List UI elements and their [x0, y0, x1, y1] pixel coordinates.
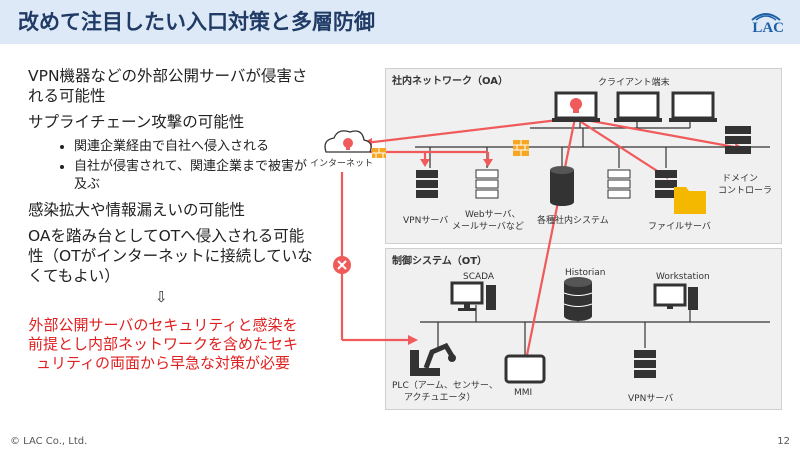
ot-network-panel	[385, 248, 782, 410]
workstation-icon	[653, 283, 698, 310]
client-label: クライアント端末	[598, 78, 670, 88]
page-title: 改めて注目したい入口対策と多層防御	[18, 10, 375, 34]
historian-label: Historian	[565, 268, 606, 278]
client-pc-infected-icon	[552, 91, 600, 122]
risk-list: VPN機器などの外部公開サーバが侵害される可能性 サプライチェーン攻撃の可能性 …	[28, 66, 318, 292]
plc-label-2: アクチュエータ）	[404, 393, 476, 403]
arrow-down-icon: ⇩	[155, 288, 168, 306]
page-number: 12	[777, 436, 790, 447]
header-bar: 改めて注目したい入口対策と多層防御 LAC	[0, 0, 800, 44]
database-icon	[550, 166, 574, 206]
bullet-ot-intrusion: OAを踏み台としてOTへ侵入される可能性（OTがインターネットに接続していなくて…	[28, 227, 313, 285]
ot-panel-label: 制御システム（OT）	[392, 256, 488, 267]
internet-cloud-icon	[324, 130, 372, 153]
plc-label-1: PLC（アーム、センサー、	[392, 381, 498, 391]
mmi-label: MMI	[514, 388, 533, 398]
bullet-infection-spread: 感染拡大や情報漏えいの可能性	[28, 201, 246, 219]
scada-label: SCADA	[463, 272, 495, 282]
conclusion-text: 外部公開サーバのセキュリティと感染を前提とし内部ネットワークを含めたセキュリティ…	[28, 316, 299, 372]
web-server-label-2: メールサーバなど	[452, 222, 524, 232]
vpn-server-label: VPNサーバ	[403, 216, 449, 226]
domain-controller-label-2: コントローラ	[718, 186, 773, 196]
firewall-icon	[372, 148, 386, 158]
internal-systems-label: 各種社内システム	[537, 216, 609, 226]
bullet-supply-chain: サプライチェーン攻撃の可能性	[28, 113, 245, 131]
vpn-server-icon	[416, 170, 438, 198]
server-rack-icon	[725, 126, 751, 154]
domain-controller-label-1: ドメイン	[722, 174, 759, 184]
copyright: © LAC Co., Ltd.	[10, 436, 88, 447]
client-pc-icon	[669, 91, 717, 122]
supply-chain-sub-list: 関連企業経由で自社へ侵入される 自社が侵害されて、関連企業まで被害が及ぶ	[28, 138, 318, 194]
ot-vpn-server-label: VPNサーバ	[628, 394, 674, 404]
internet-label: インターネット	[310, 159, 374, 169]
sub-bullet-damage-spread: 自社が侵害されて、関連企業まで被害が及ぶ	[74, 158, 318, 194]
web-server-label-1: Webサーバ、	[465, 210, 521, 220]
robot-arm-icon	[410, 342, 456, 376]
historian-database-icon	[563, 277, 593, 321]
workstation-label: Workstation	[656, 272, 710, 282]
bullet-vpn-risk: VPN機器などの外部公開サーバが侵害される可能性	[28, 67, 308, 105]
server-icon	[607, 169, 631, 199]
lac-logo-icon	[751, 13, 781, 21]
logo-text: LAC	[752, 20, 784, 36]
file-server-icon	[655, 170, 677, 198]
mmi-tablet-icon	[504, 354, 546, 384]
client-pc-icon	[614, 91, 662, 122]
scada-pc-icon	[450, 281, 496, 311]
firewall-icon	[513, 140, 529, 156]
ot-vpn-server-icon	[634, 350, 656, 378]
web-server-icon	[475, 169, 499, 199]
oa-panel-label: 社内ネットワーク（OA）	[392, 76, 508, 87]
file-server-label: ファイルサーバ	[648, 222, 711, 232]
sub-bullet-related-company: 関連企業経由で自社へ侵入される	[74, 138, 318, 156]
folder-icon	[674, 187, 706, 214]
